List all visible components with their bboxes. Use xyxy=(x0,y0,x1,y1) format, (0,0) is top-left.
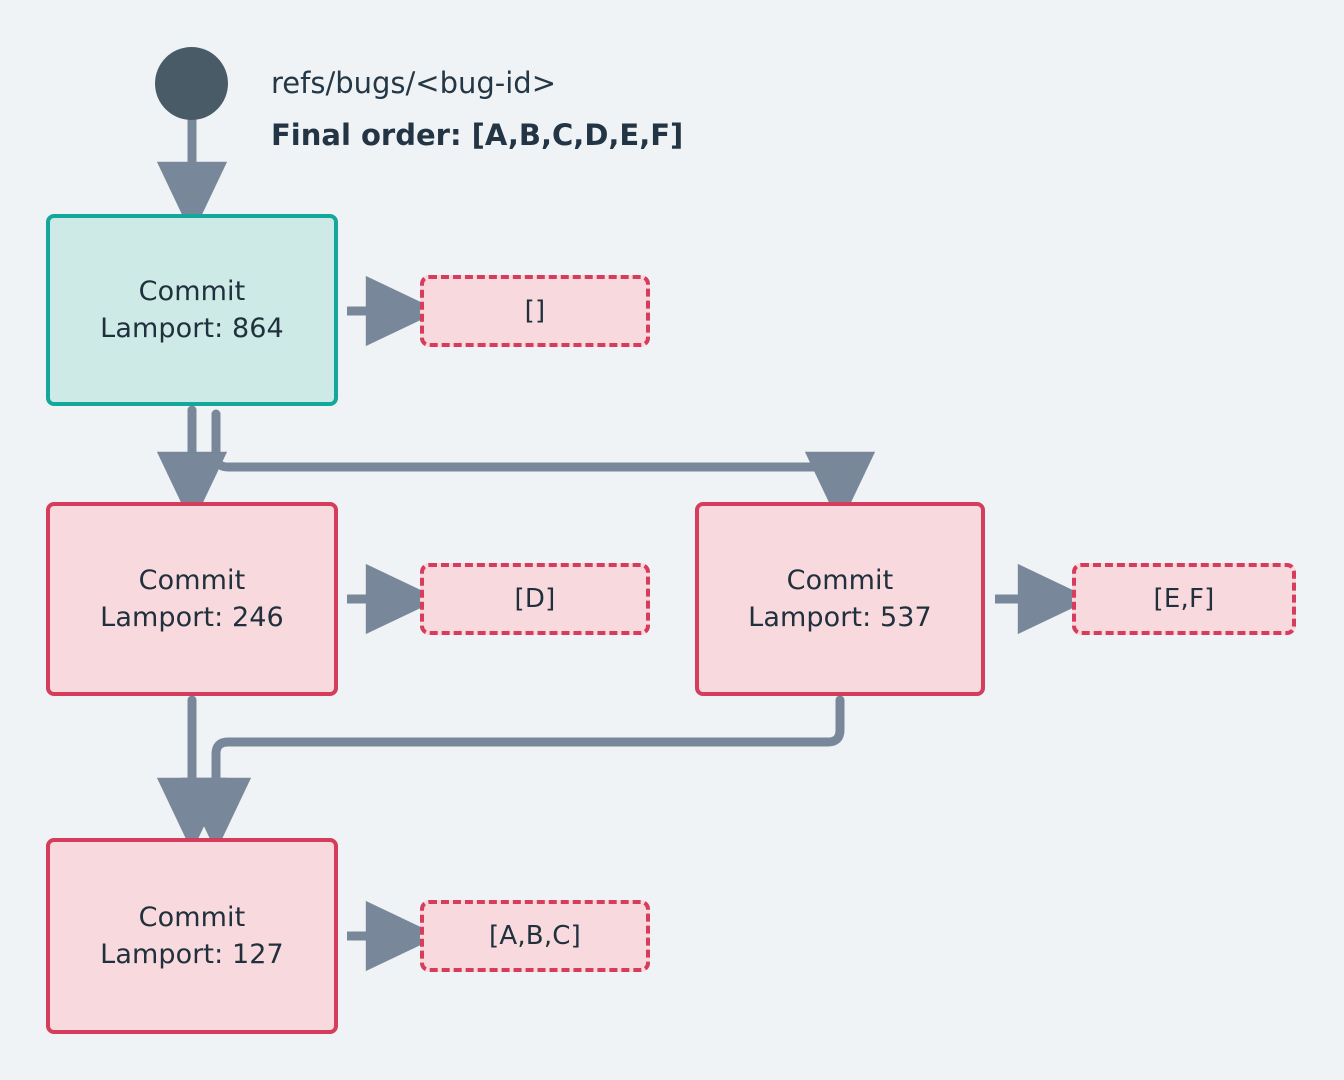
final-order-label: Final order: [A,B,C,D,E,F] xyxy=(271,118,684,153)
commit-node-864-lamport: Lamport: 864 xyxy=(100,313,284,344)
tag-node-864-value: [] xyxy=(524,296,546,326)
tag-node-127-value: [A,B,C] xyxy=(489,921,581,951)
commit-node-246-title: Commit xyxy=(138,564,246,596)
commit-node-127-title: Commit xyxy=(138,901,246,933)
commit-node-864[interactable]: Commit Lamport: 864 xyxy=(46,214,338,406)
commit-node-537-lamport: Lamport: 537 xyxy=(748,602,932,633)
tag-node-246[interactable]: [D] xyxy=(420,563,650,635)
tag-node-246-value: [D] xyxy=(514,584,556,614)
commit-node-537[interactable]: Commit Lamport: 537 xyxy=(695,502,985,696)
branch-root-dot[interactable] xyxy=(155,47,228,120)
tag-node-864[interactable]: [] xyxy=(420,275,650,347)
commit-node-864-title: Commit xyxy=(138,275,246,307)
commit-node-537-title: Commit xyxy=(786,564,894,596)
commit-node-127-lamport: Lamport: 127 xyxy=(100,939,284,970)
tag-node-127[interactable]: [A,B,C] xyxy=(420,900,650,972)
edge-commit537-to-commit127 xyxy=(180,695,845,852)
branch-ref-label: refs/bugs/<bug-id> xyxy=(271,66,557,100)
commit-node-127[interactable]: Commit Lamport: 127 xyxy=(46,838,338,1034)
branch-label-block: refs/bugs/<bug-id> Final order: [A,B,C,D… xyxy=(271,65,683,154)
tag-node-537[interactable]: [E,F] xyxy=(1072,563,1296,635)
tag-node-537-value: [E,F] xyxy=(1153,584,1215,614)
commit-node-246-lamport: Lamport: 246 xyxy=(100,602,284,633)
edge-commit864-to-commit537 xyxy=(211,409,876,526)
commit-node-246[interactable]: Commit Lamport: 246 xyxy=(46,502,338,696)
